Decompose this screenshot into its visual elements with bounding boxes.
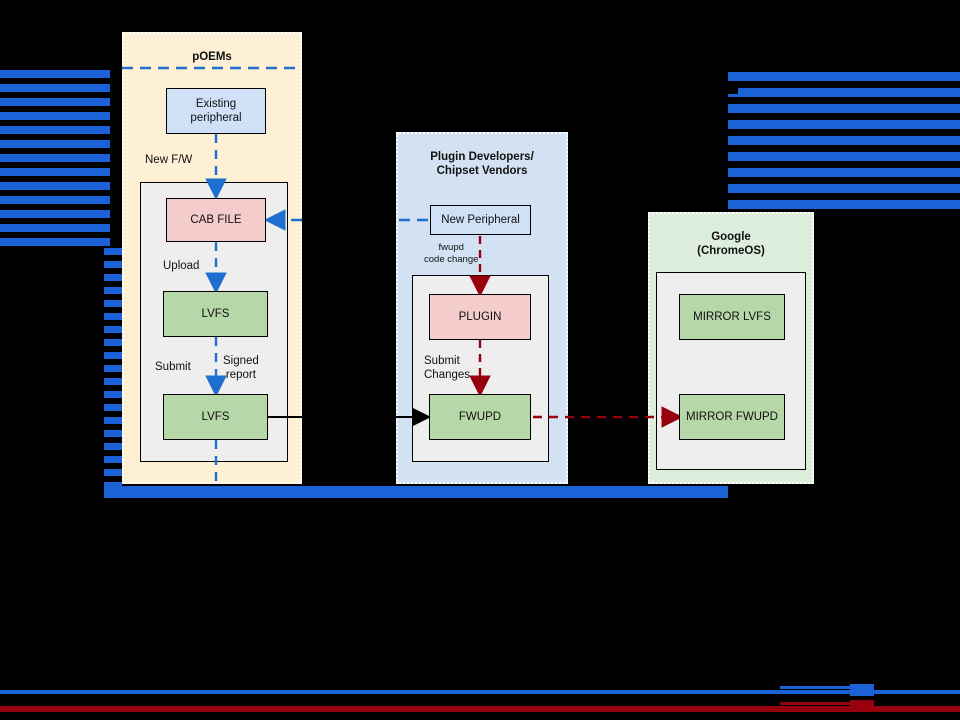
node-existing-peripheral[interactable]: Existing peripheral xyxy=(166,88,266,134)
lane-poems-title: pOEMs xyxy=(192,51,232,63)
node-new-peripheral[interactable]: New Peripheral xyxy=(430,205,531,235)
node-mirror-lvfs[interactable]: MIRROR LVFS xyxy=(679,294,785,340)
node-cab-file[interactable]: CAB FILE xyxy=(166,198,266,242)
edge-label-fwupd-code-change: fwupd code change xyxy=(424,242,479,265)
node-plugin[interactable]: PLUGIN xyxy=(429,294,531,340)
node-cab-file-label: CAB FILE xyxy=(190,214,242,226)
lane-google-chromeos-title: Google (ChromeOS) xyxy=(697,231,765,257)
node-fwupd-test-framework[interactable]: FWUPD test framework xyxy=(656,574,800,616)
edge-label-submit-lvfs: Submit xyxy=(155,361,191,373)
edge-label-signed-report: Signed report xyxy=(223,355,259,381)
node-fwupd[interactable]: FWUPD xyxy=(429,394,531,440)
node-existing-peripheral-label: Existing peripheral xyxy=(190,98,242,124)
node-lvfs-upload[interactable]: LVFS xyxy=(163,291,268,337)
node-mirror-fwupd[interactable]: MIRROR FWUPD xyxy=(679,394,785,440)
node-lvfs-submit-label: LVFS xyxy=(201,411,230,423)
lane-plugin-developers-title: Plugin Developers/ Chipset Vendors xyxy=(430,151,534,177)
node-plugin-label: PLUGIN xyxy=(458,311,502,323)
node-fwupd-test-framework-label: FWUPD test framework xyxy=(664,589,792,601)
node-mirror-lvfs-label: MIRROR LVFS xyxy=(693,311,771,323)
node-lvfs-upload-label: LVFS xyxy=(201,308,230,320)
node-lvfs-submit[interactable]: LVFS xyxy=(163,394,268,440)
edge-label-new-fw: New F/W xyxy=(145,154,193,166)
edge-label-upload: Upload xyxy=(163,260,200,272)
node-mirror-fwupd-label: MIRROR FWUPD xyxy=(686,411,778,423)
edge-label-submit-changes: Submit Changes xyxy=(424,355,471,381)
node-fwupd-label: FWUPD xyxy=(458,411,502,423)
node-new-peripheral-label: New Peripheral xyxy=(441,214,520,226)
